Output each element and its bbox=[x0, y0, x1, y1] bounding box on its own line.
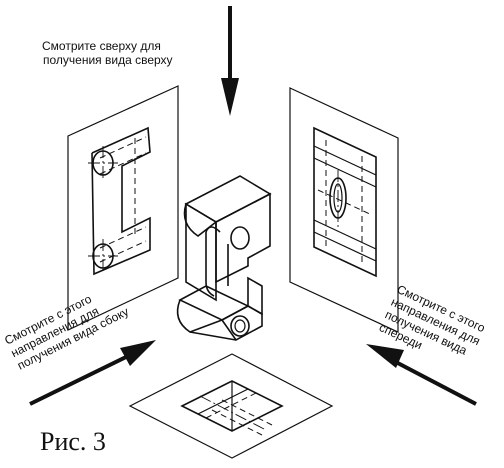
isometric-part bbox=[176, 175, 272, 342]
figure-caption: Рис. 3 bbox=[40, 427, 106, 456]
front-view-arrow bbox=[366, 344, 477, 406]
bottom-top-view-plane bbox=[128, 353, 334, 459]
right-front-view-plane bbox=[289, 87, 399, 333]
top-view-arrow bbox=[221, 6, 239, 116]
side-view-arrow bbox=[29, 340, 156, 406]
top-instruction-line2: получения вида сверху bbox=[43, 53, 173, 67]
side-view-instruction: Смотрите с этого направления для получен… bbox=[2, 292, 131, 373]
top-instruction-line1: Смотрите сверху для bbox=[42, 39, 161, 53]
left-side-view-plane bbox=[67, 85, 179, 331]
